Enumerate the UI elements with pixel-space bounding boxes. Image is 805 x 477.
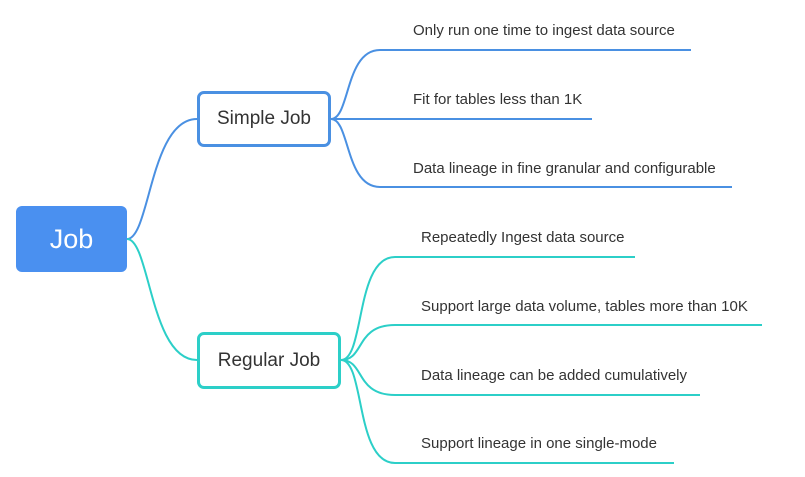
connector-regular-job-item-3	[340, 359, 700, 396]
connector-root-to-regular-job	[126, 238, 198, 361]
connector-regular-job-item-2	[340, 324, 762, 361]
connector-simple-job-item-1	[330, 49, 691, 120]
leaf-regular-job-item-4: Support lineage in one single-mode	[421, 435, 657, 452]
leaf-simple-job-item-3: Data lineage in fine granular and config…	[413, 160, 716, 177]
connector-regular-job-item-1	[340, 256, 635, 361]
connector-root-to-simple-job	[126, 118, 198, 240]
leaf-regular-job-item-3: Data lineage can be added cumulatively	[421, 367, 688, 384]
leaf-regular-job-item-2: Support large data volume, tables more t…	[421, 298, 748, 315]
connector-regular-job-item-4	[340, 359, 674, 464]
branch-node-regular-job[interactable]: Regular Job	[197, 332, 341, 389]
leaf-simple-job-item-1: Only run one time to ingest data source	[413, 22, 675, 39]
leaf-regular-job-item-1: Repeatedly Ingest data source	[421, 229, 625, 246]
root-node-job[interactable]: Job	[16, 206, 127, 272]
leaf-simple-job-item-2: Fit for tables less than 1K	[413, 91, 583, 108]
branch-node-simple-job[interactable]: Simple Job	[197, 91, 331, 147]
connector-simple-job-item-3	[330, 118, 732, 188]
